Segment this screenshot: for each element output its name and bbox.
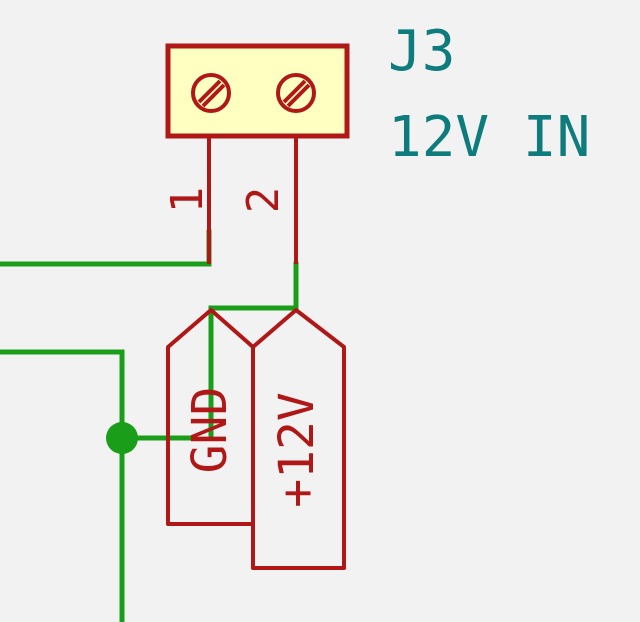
12v-label-text: +12V [269,392,325,508]
pin-1-number: 1 [162,187,213,214]
connector-j3[interactable]: 1 2 [162,43,350,264]
component-value[interactable]: 12V IN [388,105,590,170]
net-label-12v[interactable]: +12V [251,308,346,570]
gnd-label-text: GND [182,387,238,474]
component-reference[interactable]: J3 [388,19,455,84]
net-label-gnd[interactable]: GND [166,308,255,526]
wire-pin1-left[interactable] [0,229,212,267]
connector-body [165,43,350,139]
wire-pin2-to-gnd-flag[interactable] [208,261,299,439]
pin-2-number: 2 [238,187,289,214]
junction-dot [106,422,138,454]
12v-flag-outline [251,308,346,570]
screw-terminal-2-icon [276,73,316,113]
screw-terminal-1-icon [191,73,231,113]
wire-left-upper[interactable] [0,349,125,622]
